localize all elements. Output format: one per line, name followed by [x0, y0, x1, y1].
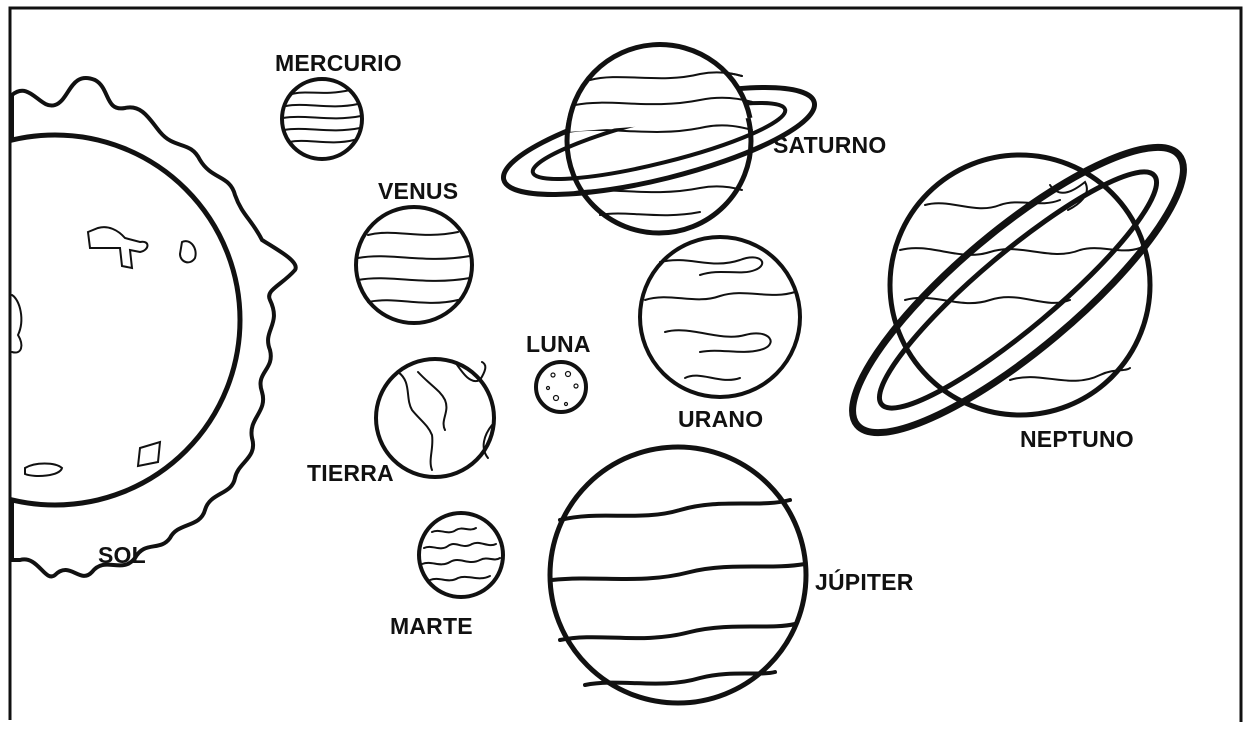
mercury [282, 79, 362, 159]
label-mercurio: MERCURIO [275, 50, 402, 76]
uranus [640, 237, 800, 397]
venus [356, 207, 472, 323]
label-neptuno: NEPTUNO [1020, 426, 1134, 452]
label-sol: SOL [98, 542, 146, 568]
venus-disc [356, 207, 472, 323]
moon [536, 362, 586, 412]
saturn-disc-top [568, 45, 750, 132]
label-tierra: TIERRA [307, 460, 394, 486]
neptune [819, 109, 1218, 471]
label-saturno: SATURNO [773, 132, 886, 158]
label-jupiter: JÚPITER [815, 568, 914, 595]
label-luna: LUNA [526, 331, 591, 357]
label-venus: VENUS [378, 178, 458, 204]
label-urano: URANO [678, 406, 763, 432]
label-marte: MARTE [390, 613, 473, 639]
jupiter [550, 447, 806, 703]
mars [419, 513, 503, 597]
moon-disc [536, 362, 586, 412]
mars-disc [419, 513, 503, 597]
sun [0, 8, 296, 720]
